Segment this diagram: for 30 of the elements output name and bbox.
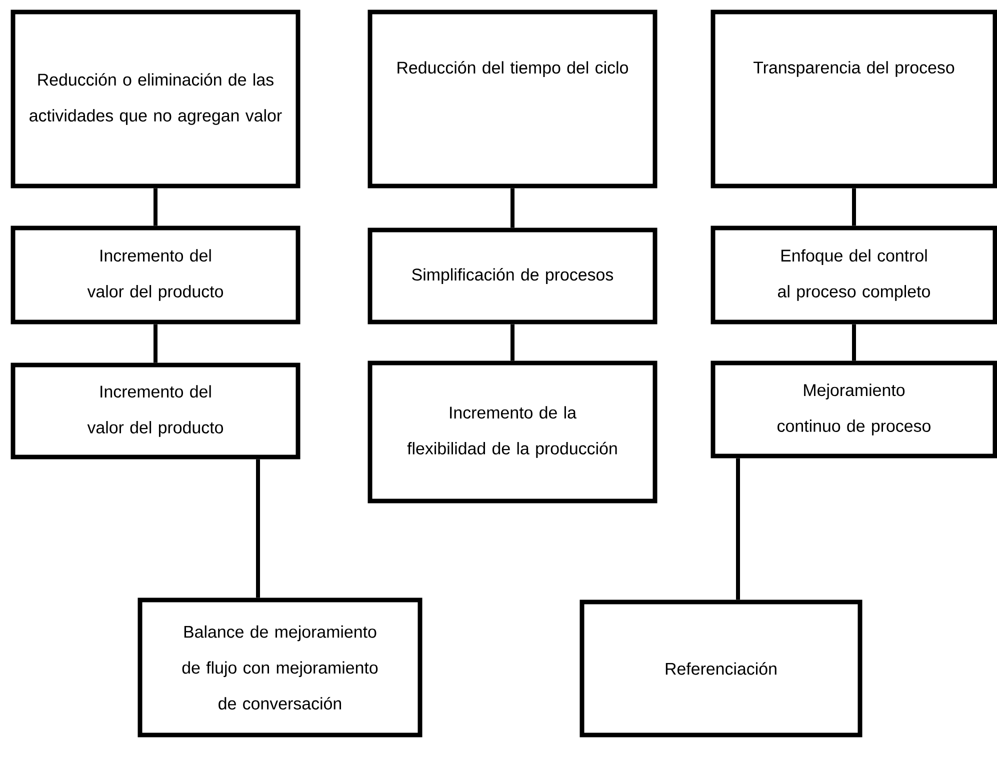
connector-line bbox=[510, 188, 514, 228]
box-label: Balance de mejoramiento de flujo con mejoramiento de conversación bbox=[182, 625, 378, 710]
process-box bbox=[10, 362, 300, 460]
box-label: Incremento del valor del producto bbox=[87, 249, 223, 301]
box-label: Incremento del valor del producto bbox=[87, 385, 223, 437]
box-label: Mejoramiento continuo de proceso bbox=[778, 384, 930, 436]
box-label: Simplificación de procesos bbox=[412, 268, 614, 284]
box-label: Incremento de la flexibilidad de la producción bbox=[407, 406, 617, 458]
connector-line bbox=[852, 324, 856, 361]
process-box bbox=[710, 10, 997, 188]
process-box bbox=[580, 600, 862, 738]
connector-line bbox=[852, 188, 856, 226]
process-box bbox=[710, 226, 997, 324]
box-label: Reducción del tiempo del ciclo bbox=[398, 61, 628, 77]
process-box bbox=[368, 360, 658, 504]
process-box bbox=[10, 226, 300, 324]
connector-line bbox=[736, 458, 740, 600]
box-label: Enfoque del control al proceso completo bbox=[778, 249, 930, 301]
connector-line bbox=[154, 324, 158, 363]
process-box bbox=[138, 598, 422, 738]
process-box bbox=[10, 10, 300, 188]
box-label: Referenciación bbox=[666, 662, 776, 675]
box-label: Transparencia del proceso bbox=[754, 61, 954, 77]
connector-line bbox=[510, 324, 514, 361]
process-box bbox=[368, 10, 658, 188]
box-label: Reducción o eliminación de las actividades que no agregan valor bbox=[30, 73, 282, 125]
connector-line bbox=[256, 459, 260, 598]
process-box bbox=[710, 360, 997, 458]
process-box bbox=[368, 228, 658, 324]
connector-line bbox=[154, 188, 158, 226]
